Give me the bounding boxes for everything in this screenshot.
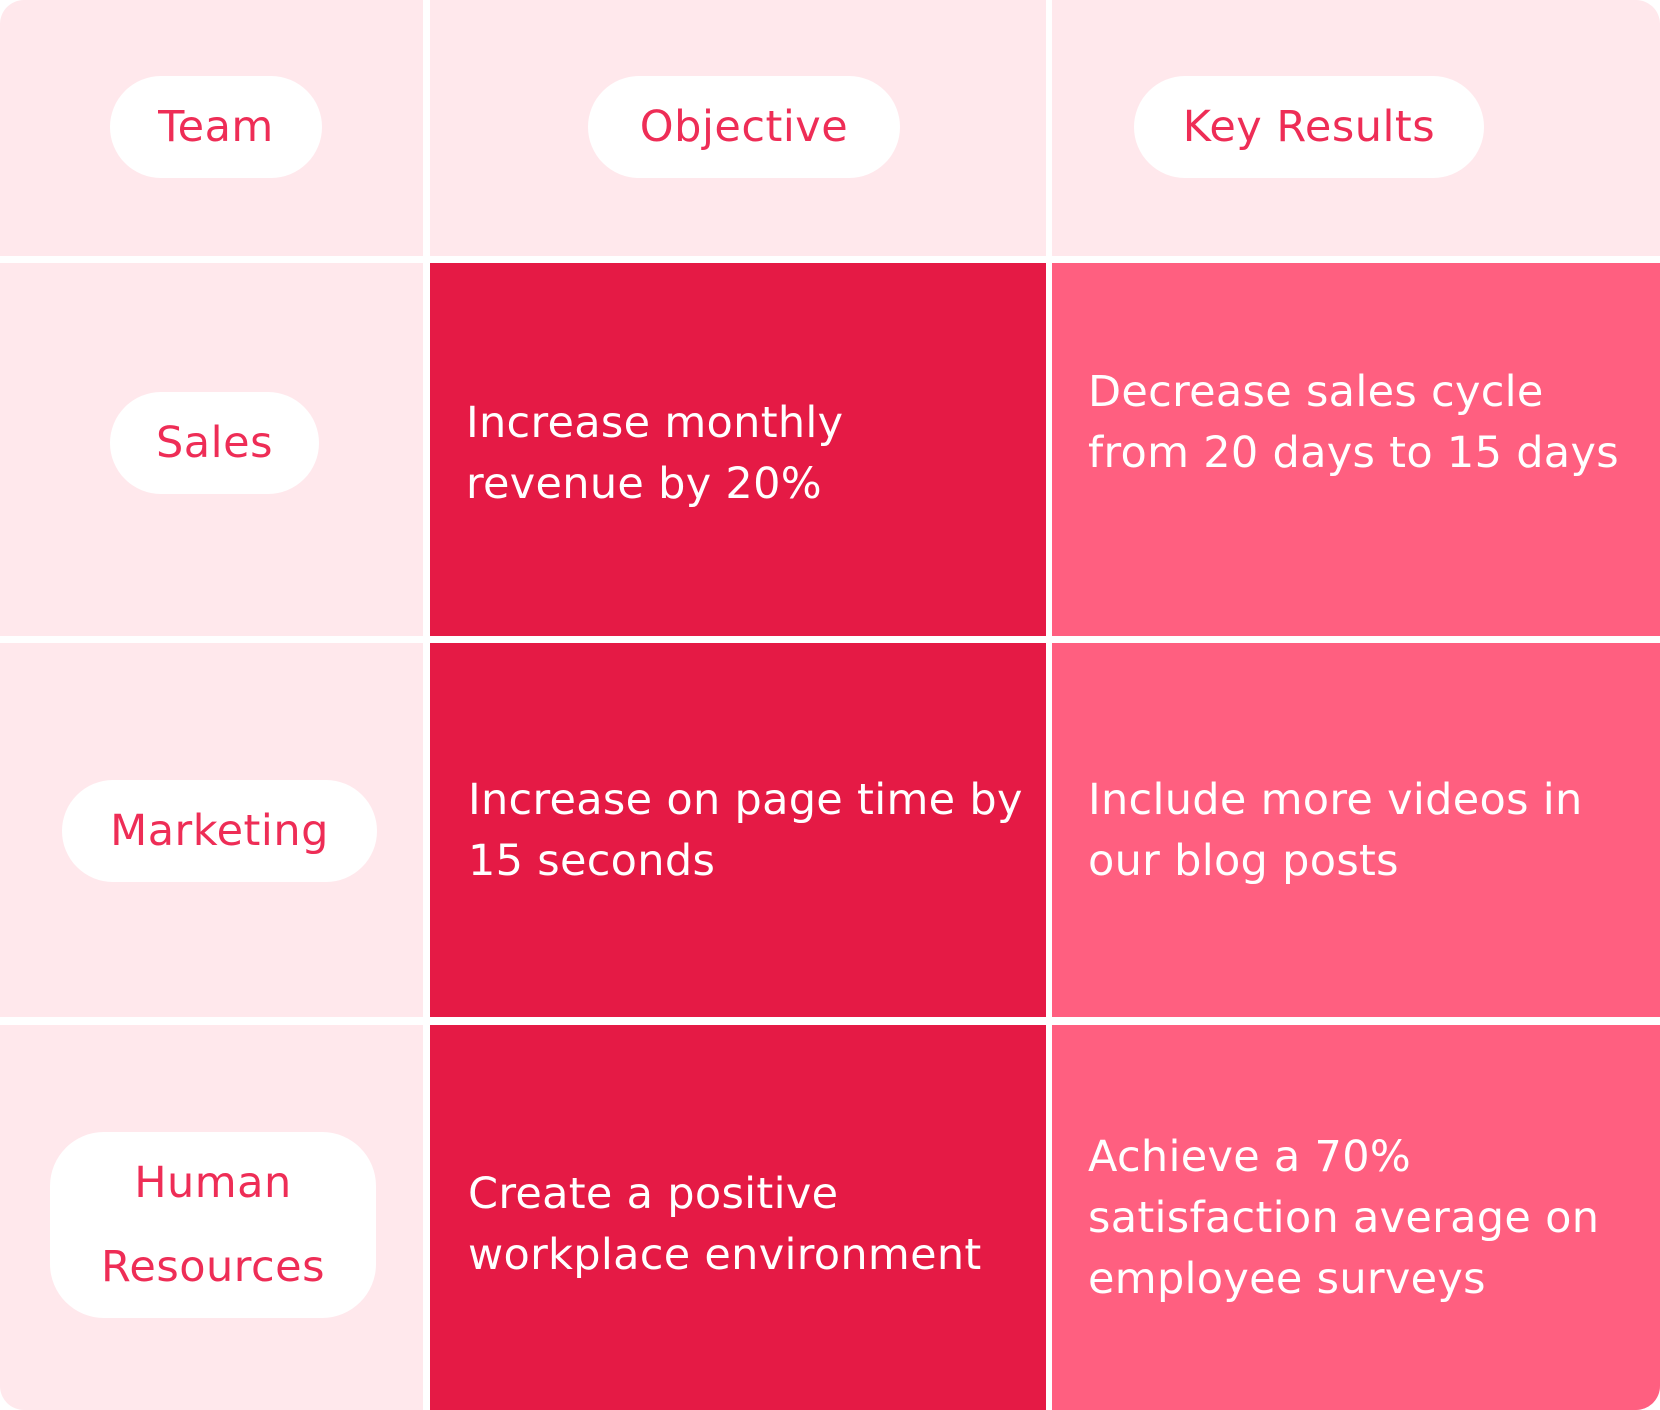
header-cell-team: Team: [0, 0, 423, 256]
team-pill-marketing: Marketing: [62, 780, 377, 882]
team-cell-sales: Sales: [0, 263, 423, 636]
key-result-text: Achieve a 70% satisfaction average on em…: [1088, 1132, 1600, 1304]
team-cell-marketing: Marketing: [0, 643, 423, 1017]
header-cell-objective: Objective: [430, 0, 1046, 256]
key-result-text: Decrease sales cycle from 20 days to 15 …: [1088, 367, 1619, 478]
objective-cell-marketing: Increase on page time by 15 seconds: [430, 643, 1046, 1017]
key-result-cell-human-resources: Achieve a 70% satisfaction average on em…: [1052, 1025, 1660, 1410]
team-cell-human-resources: Human Resources: [0, 1025, 423, 1410]
header-cell-key-results: Key Results: [1052, 0, 1660, 256]
team-label: Marketing: [110, 806, 329, 856]
objective-text: Create a positive workplace environment: [468, 1169, 982, 1280]
team-label: Human Resources: [100, 1158, 326, 1292]
key-result-cell-marketing: Include more videos in our blog posts: [1052, 643, 1660, 1017]
team-pill-sales: Sales: [110, 392, 319, 494]
objective-text: Increase monthly revenue by 20%: [466, 398, 844, 509]
objective-text: Increase on page time by 15 seconds: [468, 775, 1023, 886]
header-pill-objective: Objective: [588, 76, 900, 178]
header-objective-label: Objective: [639, 102, 849, 152]
objective-cell-human-resources: Create a positive workplace environment: [430, 1025, 1046, 1410]
objective-cell-sales: Increase monthly revenue by 20%: [430, 263, 1046, 636]
team-label: Sales: [156, 418, 273, 468]
key-result-text: Include more videos in our blog posts: [1088, 775, 1583, 886]
key-result-cell-sales: Decrease sales cycle from 20 days to 15 …: [1052, 263, 1660, 636]
header-pill-key-results: Key Results: [1134, 76, 1484, 178]
header-key-results-label: Key Results: [1182, 102, 1436, 152]
team-pill-human-resources: Human Resources: [50, 1132, 376, 1318]
header-team-label: Team: [158, 102, 274, 152]
header-pill-team: Team: [110, 76, 322, 178]
